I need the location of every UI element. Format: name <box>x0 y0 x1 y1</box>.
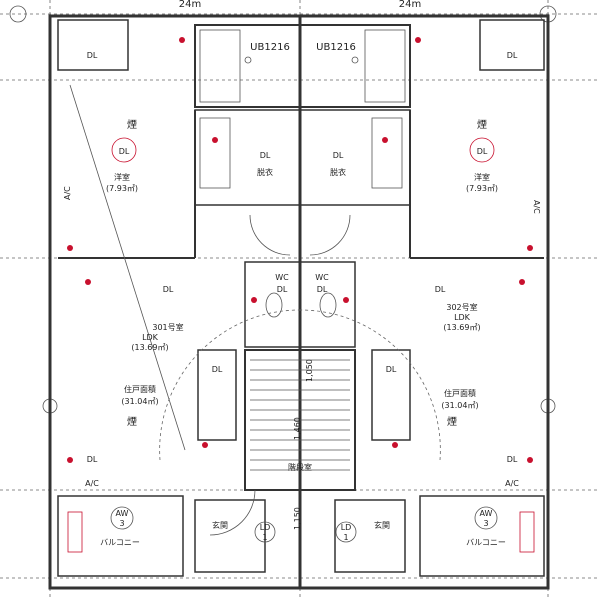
dim-right: 24m <box>399 0 421 10</box>
svg-text:脱衣: 脱衣 <box>257 167 273 177</box>
svg-text:(7.93㎡): (7.93㎡) <box>106 184 138 193</box>
svg-text:玄関: 玄関 <box>374 520 390 530</box>
svg-text:DL: DL <box>435 285 446 294</box>
balcony-left: AW 3 バルコニー <box>57 495 184 577</box>
svg-text:LD: LD <box>341 523 352 532</box>
svg-text:LD: LD <box>260 523 271 532</box>
svg-text:DL: DL <box>386 365 397 374</box>
svg-text:DL: DL <box>333 151 344 160</box>
svg-text:301号室: 301号室 <box>152 322 183 332</box>
svg-text:玄関: 玄関 <box>212 520 228 530</box>
svg-text:(31.04㎡): (31.04㎡) <box>441 401 478 410</box>
ub-label-right: UB1216 <box>316 42 356 53</box>
svg-text:302号室: 302号室 <box>446 302 477 312</box>
svg-text:(13.69㎡): (13.69㎡) <box>131 343 168 352</box>
kitchen-right: DL <box>371 349 411 441</box>
svg-text:1,050: 1,050 <box>305 359 314 382</box>
svg-text:DL: DL <box>507 455 518 464</box>
svg-text:煙: 煙 <box>477 119 487 131</box>
svg-text:A/C: A/C <box>532 200 541 214</box>
svg-text:DL: DL <box>87 51 98 60</box>
svg-text:住戸面積: 住戸面積 <box>444 388 476 398</box>
svg-text:洋室: 洋室 <box>114 172 130 182</box>
bath-unit-right: UB1216 <box>299 24 411 108</box>
wc-right: WC DL <box>299 261 356 348</box>
svg-text:階段室: 階段室 <box>288 462 312 472</box>
svg-text:(13.69㎡): (13.69㎡) <box>443 323 480 332</box>
svg-text:AW: AW <box>116 509 129 518</box>
balcony-right: AW 3 バルコニー <box>419 495 545 577</box>
door-swing-arcs <box>159 214 441 461</box>
svg-text:(7.93㎡): (7.93㎡) <box>466 184 498 193</box>
kitchen-left: DL <box>197 349 237 441</box>
svg-text:(31.04㎡): (31.04㎡) <box>121 397 158 406</box>
electrical-symbols <box>67 37 533 463</box>
svg-text:LDK: LDK <box>454 313 471 322</box>
svg-text:煙: 煙 <box>127 119 137 131</box>
svg-text:A/C: A/C <box>505 479 519 488</box>
svg-text:バルコニー: バルコニー <box>466 538 506 547</box>
svg-text:3: 3 <box>483 519 488 528</box>
svg-text:DL: DL <box>87 455 98 464</box>
svg-text:DL: DL <box>507 51 518 60</box>
western-room-right: 煙 DL 洋室 (7.93㎡) A/C <box>409 110 544 259</box>
svg-text:DL: DL <box>119 147 130 156</box>
svg-text:WC: WC <box>275 273 289 282</box>
entrance-right: 玄関 LD 1 1,150 <box>293 499 406 573</box>
svg-text:1,150: 1,150 <box>293 507 302 530</box>
svg-text:1: 1 <box>262 533 267 542</box>
svg-text:DL: DL <box>477 147 488 156</box>
bath-unit-left: UB1216 <box>194 24 301 108</box>
svg-text:WC: WC <box>315 273 329 282</box>
svg-text:バルコニー: バルコニー <box>100 538 140 547</box>
svg-text:煙: 煙 <box>127 416 137 428</box>
western-room-left: 煙 DL 洋室 (7.93㎡) A/C <box>58 84 196 451</box>
wc-left: WC DL <box>244 261 301 348</box>
svg-text:脱衣: 脱衣 <box>330 167 346 177</box>
svg-text:DL: DL <box>212 365 223 374</box>
svg-text:3: 3 <box>119 519 124 528</box>
dressing-left: DL 脱衣 <box>194 109 301 206</box>
ldk-right: DL 302号室 LDK (13.69㎡) 住戸面積 (31.04㎡) 煙 DL… <box>435 285 520 488</box>
entrance-left: 玄関 LD 1 <box>194 489 276 573</box>
closet-right: DL <box>479 19 545 71</box>
svg-text:洋室: 洋室 <box>474 172 490 182</box>
svg-text:AW: AW <box>480 509 493 518</box>
dressing-right: DL 脱衣 <box>299 109 411 206</box>
dim-left: 24m <box>179 0 201 10</box>
stair-steps <box>250 359 350 471</box>
svg-text:1: 1 <box>343 533 348 542</box>
ub-label-left: UB1216 <box>250 42 290 53</box>
svg-text:DL: DL <box>277 285 288 294</box>
svg-text:住戸面積: 住戸面積 <box>124 384 156 394</box>
closet-left: DL <box>57 19 129 71</box>
svg-text:DL: DL <box>317 285 328 294</box>
svg-text:A/C: A/C <box>85 479 99 488</box>
ldk-left: DL 301号室 LDK (13.69㎡) 住戸面積 (31.04㎡) 煙 DL… <box>85 285 184 488</box>
svg-text:A/C: A/C <box>63 186 72 200</box>
svg-text:煙: 煙 <box>447 416 457 428</box>
svg-text:LDK: LDK <box>142 333 159 342</box>
svg-text:1,460: 1,460 <box>293 417 302 440</box>
svg-text:DL: DL <box>163 285 174 294</box>
svg-text:DL: DL <box>260 151 271 160</box>
stairwell: 階段室 1,050 1,460 <box>244 349 356 491</box>
